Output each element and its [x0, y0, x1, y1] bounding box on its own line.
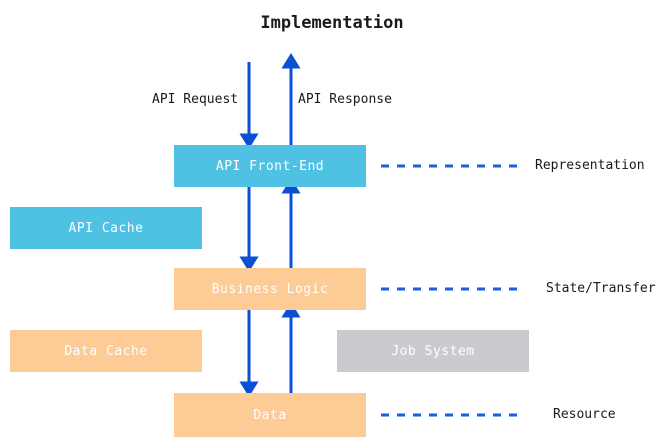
node-data-cache-label: Data Cache: [64, 343, 148, 359]
page-title: Implementation: [260, 13, 404, 33]
side-label-state-transfer: State/Transfer: [546, 281, 656, 296]
node-api-cache[interactable]: API Cache: [10, 207, 202, 249]
side-label-representation: Representation: [535, 158, 645, 173]
node-data-label: Data: [253, 407, 287, 423]
node-api-frontend[interactable]: API Front-End: [174, 145, 366, 187]
node-api-frontend-label: API Front-End: [215, 158, 325, 174]
node-job-system-label: Job System: [391, 343, 475, 359]
node-business-logic[interactable]: Business Logic: [174, 268, 366, 310]
node-job-system[interactable]: Job System: [337, 330, 529, 372]
node-business-logic-label: Business Logic: [211, 281, 329, 297]
side-label-resource: Resource: [553, 407, 616, 422]
node-data[interactable]: Data: [174, 393, 366, 437]
edge-label-api-response: API Response: [298, 92, 392, 107]
node-data-cache[interactable]: Data Cache: [10, 330, 202, 372]
node-api-cache-label: API Cache: [68, 220, 144, 236]
edge-label-api-request: API Request: [152, 92, 239, 107]
